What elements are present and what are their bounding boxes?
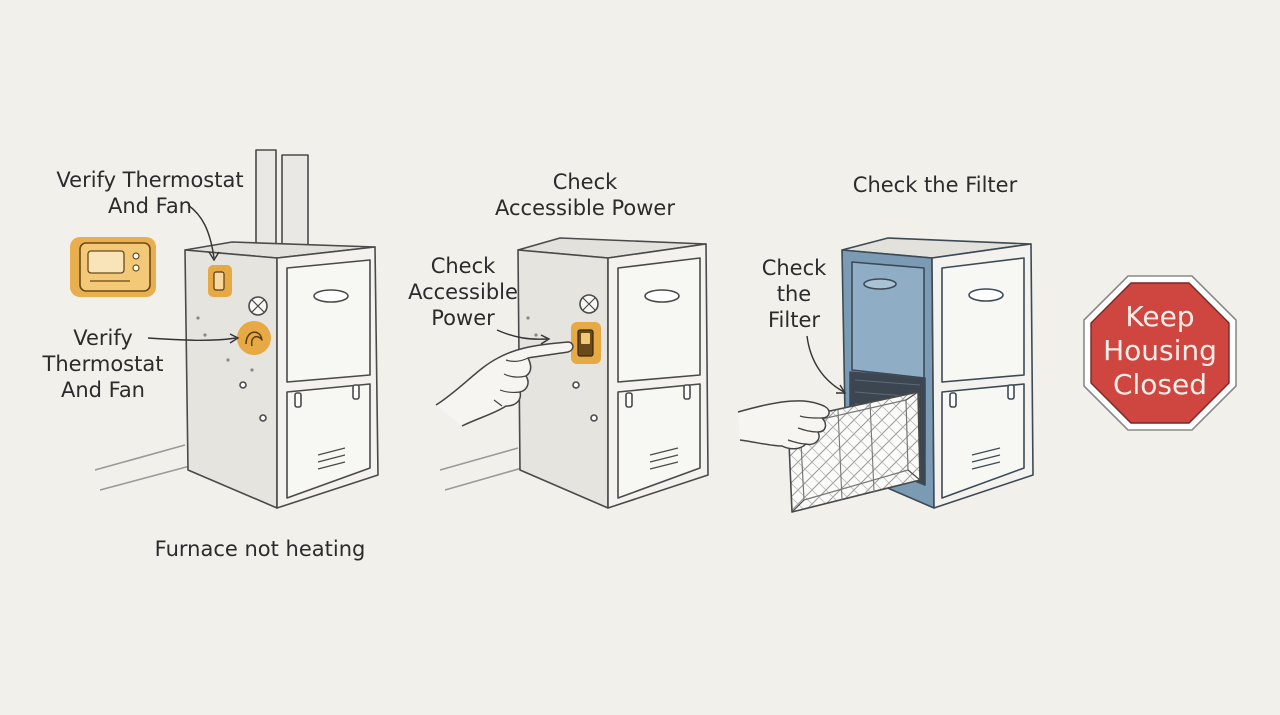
thermostat-icon: [70, 237, 156, 297]
power-arrow: [496, 329, 551, 345]
stop-sign-text: Keep Housing Closed: [1103, 300, 1217, 401]
filter-arrow: [806, 335, 847, 394]
caption-furnace-not-heating: Furnace not heating: [154, 537, 366, 561]
label-check-power-side: Check Accessible Power: [408, 254, 518, 330]
label-check-filter-top: Check the Filter: [852, 173, 1018, 197]
stop-sign-icon: [1083, 275, 1237, 431]
label-check-power-top: Check Accessible Power: [495, 170, 675, 220]
label-verify-thermostat-side: Verify Thermostat And Fan: [42, 326, 164, 402]
filter-hand-icon: [737, 400, 830, 450]
pointing-hand-icon: [435, 341, 574, 427]
label-verify-thermostat-top: Verify Thermostat And Fan: [56, 168, 244, 218]
furnace-1: [94, 149, 379, 509]
thermostat-arrows: [147, 204, 240, 344]
furnace-2: [439, 237, 709, 509]
label-check-filter-side: Check the Filter: [761, 256, 827, 332]
